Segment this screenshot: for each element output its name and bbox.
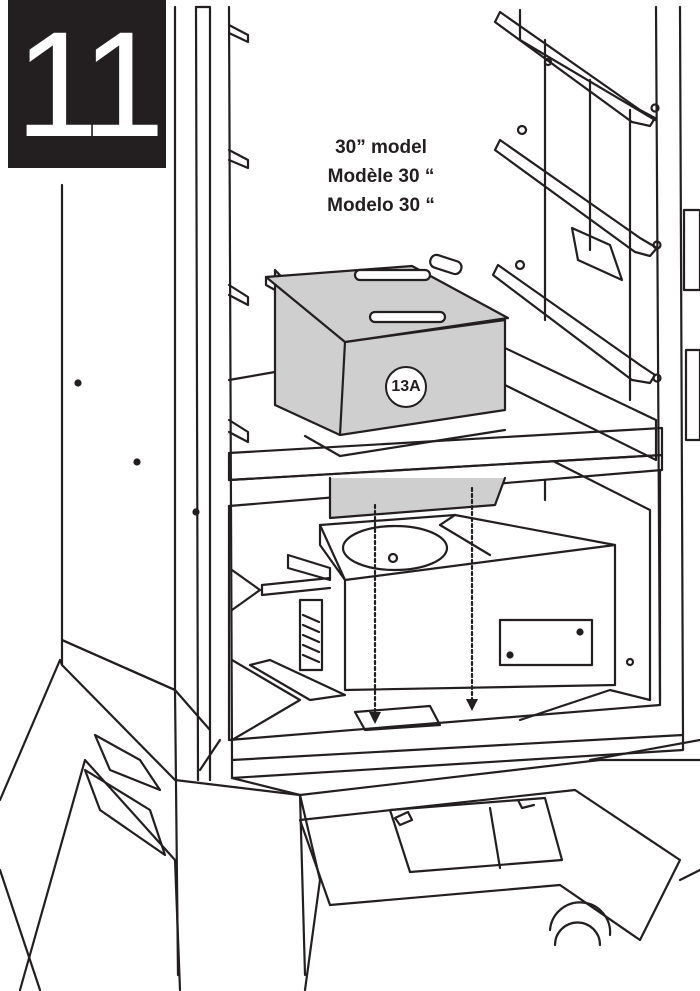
cooking-racks [491, 8, 662, 402]
caption-english: 30” model [335, 137, 427, 158]
left-rack-supports [227, 23, 250, 444]
step-number-badge: 11 [8, 0, 166, 168]
heating-element [248, 553, 347, 702]
model-caption: 30” model Modèle 30 “ Modelo 30 “ [296, 133, 466, 220]
chip-loader-box [318, 513, 635, 692]
lower-chamber [227, 460, 662, 742]
part-callout-13a: 13A [385, 366, 427, 408]
insertion-arrows [373, 486, 474, 720]
caption-french: Modèle 30 “ [327, 166, 435, 187]
door-frame [194, 5, 700, 782]
chip-tray-13a [264, 253, 510, 520]
caption-spanish: Modelo 30 “ [327, 195, 435, 216]
arrow-heads [369, 699, 478, 724]
cabinet-left-wall [60, 5, 212, 977]
smoker-base [0, 638, 700, 991]
